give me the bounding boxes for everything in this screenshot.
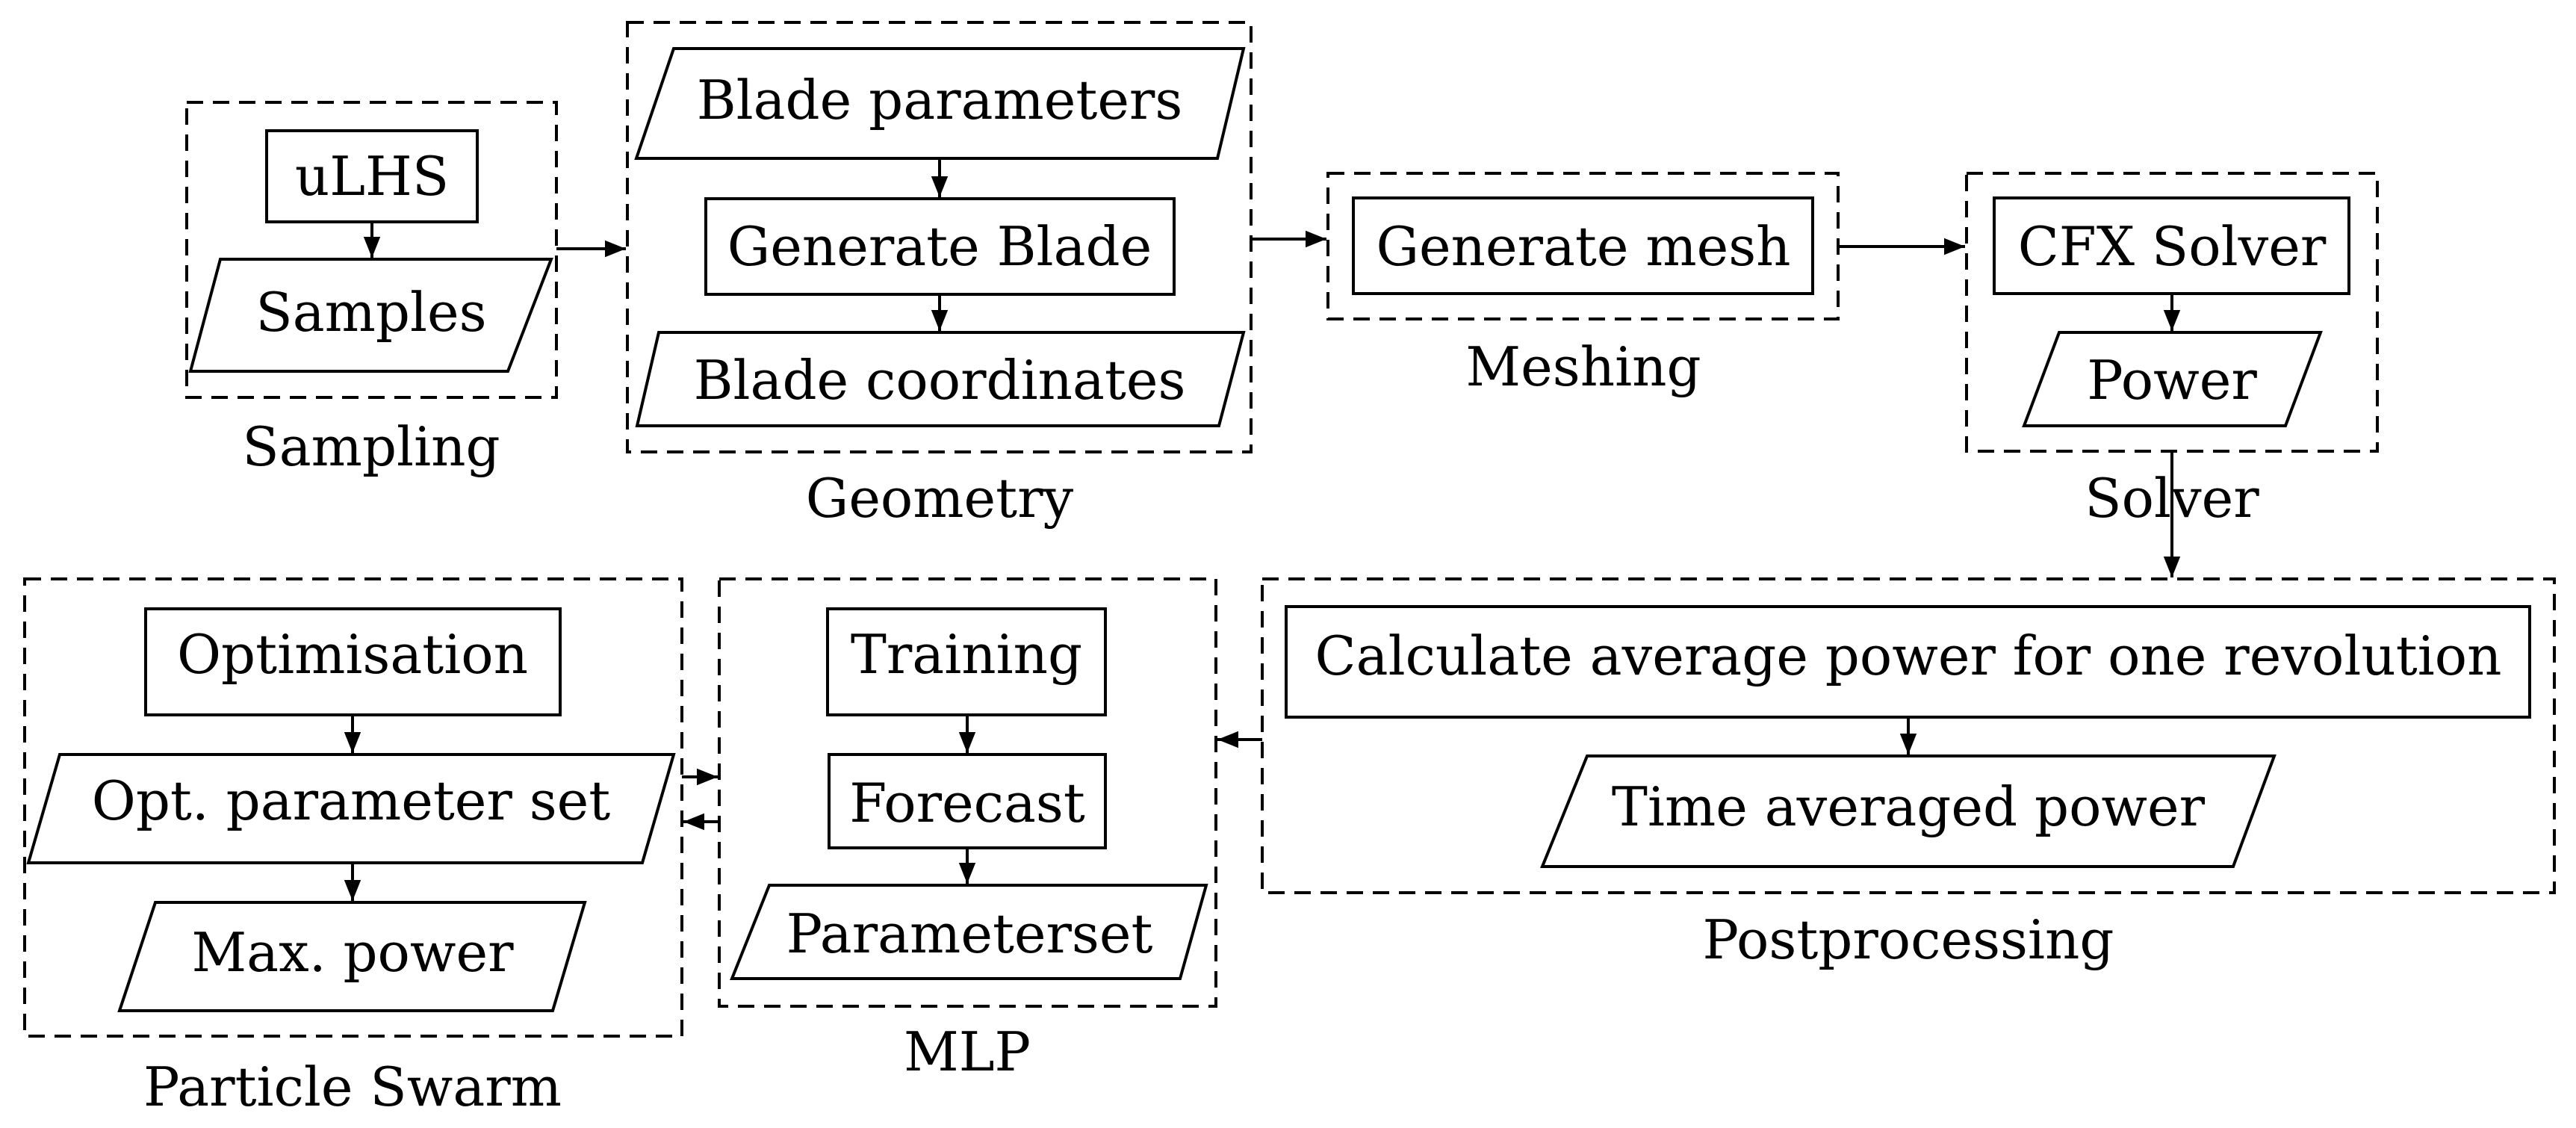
blade-coordinates-label: Blade coordinates bbox=[694, 349, 1186, 412]
geometry-group: Blade parameters Generate Blade Blade co… bbox=[626, 21, 1253, 530]
calc-avg-power-box bbox=[1285, 605, 2531, 719]
opt-parameter-set-label: Opt. parameter set bbox=[92, 769, 610, 832]
calc-avg-power-label: Calculate average power for one revoluti… bbox=[1315, 625, 2502, 687]
geometry-caption: Geometry bbox=[806, 467, 1074, 530]
power-label: Power bbox=[2087, 349, 2257, 412]
time-avg-power-label: Time averaged power bbox=[1612, 775, 2206, 838]
samples-label: Samples bbox=[255, 281, 486, 344]
parameterset-parallelogram bbox=[730, 884, 1208, 980]
parameterset-label: Parameterset bbox=[786, 902, 1153, 965]
generate-mesh-box bbox=[1352, 196, 1814, 295]
generate-blade-box bbox=[704, 197, 1176, 296]
blade-parameters-parallelogram bbox=[634, 47, 1246, 160]
mlp-group-frame bbox=[718, 577, 1217, 1008]
optimisation-box bbox=[144, 607, 562, 716]
ulhs-label: uLHS bbox=[295, 145, 449, 208]
cfx-solver-box bbox=[1993, 196, 2350, 295]
optimisation-label: Optimisation bbox=[177, 623, 528, 686]
postprocessing-group-frame bbox=[1261, 577, 2556, 894]
geometry-group-frame bbox=[626, 21, 1253, 453]
sampling-group: uLHS Samples Sampling bbox=[185, 101, 558, 478]
opt-parameter-set-parallelogram bbox=[26, 753, 676, 864]
max-power-parallelogram bbox=[117, 901, 587, 1012]
generate-blade-label: Generate Blade bbox=[727, 215, 1152, 278]
meshing-caption: Meshing bbox=[1465, 335, 1701, 398]
forecast-label: Forecast bbox=[849, 772, 1085, 834]
blade-parameters-label: Blade parameters bbox=[697, 69, 1183, 131]
training-box bbox=[826, 607, 1107, 716]
samples-parallelogram bbox=[188, 258, 553, 373]
solver-group: CFX Solver Power Solver bbox=[1965, 172, 2379, 530]
pso-caption: Particle Swarm bbox=[143, 1056, 562, 1118]
generate-mesh-label: Generate mesh bbox=[1376, 215, 1790, 278]
postprocessing-group: Calculate average power for one revoluti… bbox=[1261, 577, 2556, 971]
mlp-group: Training Forecast Parameterset MLP bbox=[718, 577, 1217, 1083]
blade-coordinates-parallelogram bbox=[635, 331, 1246, 427]
forecast-box bbox=[828, 753, 1107, 849]
power-parallelogram bbox=[2022, 331, 2323, 427]
mlp-caption: MLP bbox=[904, 1020, 1031, 1083]
training-label: Training bbox=[851, 623, 1082, 686]
meshing-group: Generate mesh Meshing bbox=[1326, 172, 1840, 398]
postprocessing-caption: Postprocessing bbox=[1703, 908, 2114, 971]
time-avg-power-parallelogram bbox=[1540, 754, 2276, 868]
pso-group-frame bbox=[23, 577, 683, 1038]
sampling-group-frame bbox=[185, 101, 558, 399]
sampling-caption: Sampling bbox=[242, 415, 500, 478]
max-power-label: Max. power bbox=[191, 921, 514, 984]
pso-group: Optimisation Opt. parameter set Max. pow… bbox=[23, 577, 683, 1118]
cfx-solver-label: CFX Solver bbox=[2018, 215, 2327, 278]
